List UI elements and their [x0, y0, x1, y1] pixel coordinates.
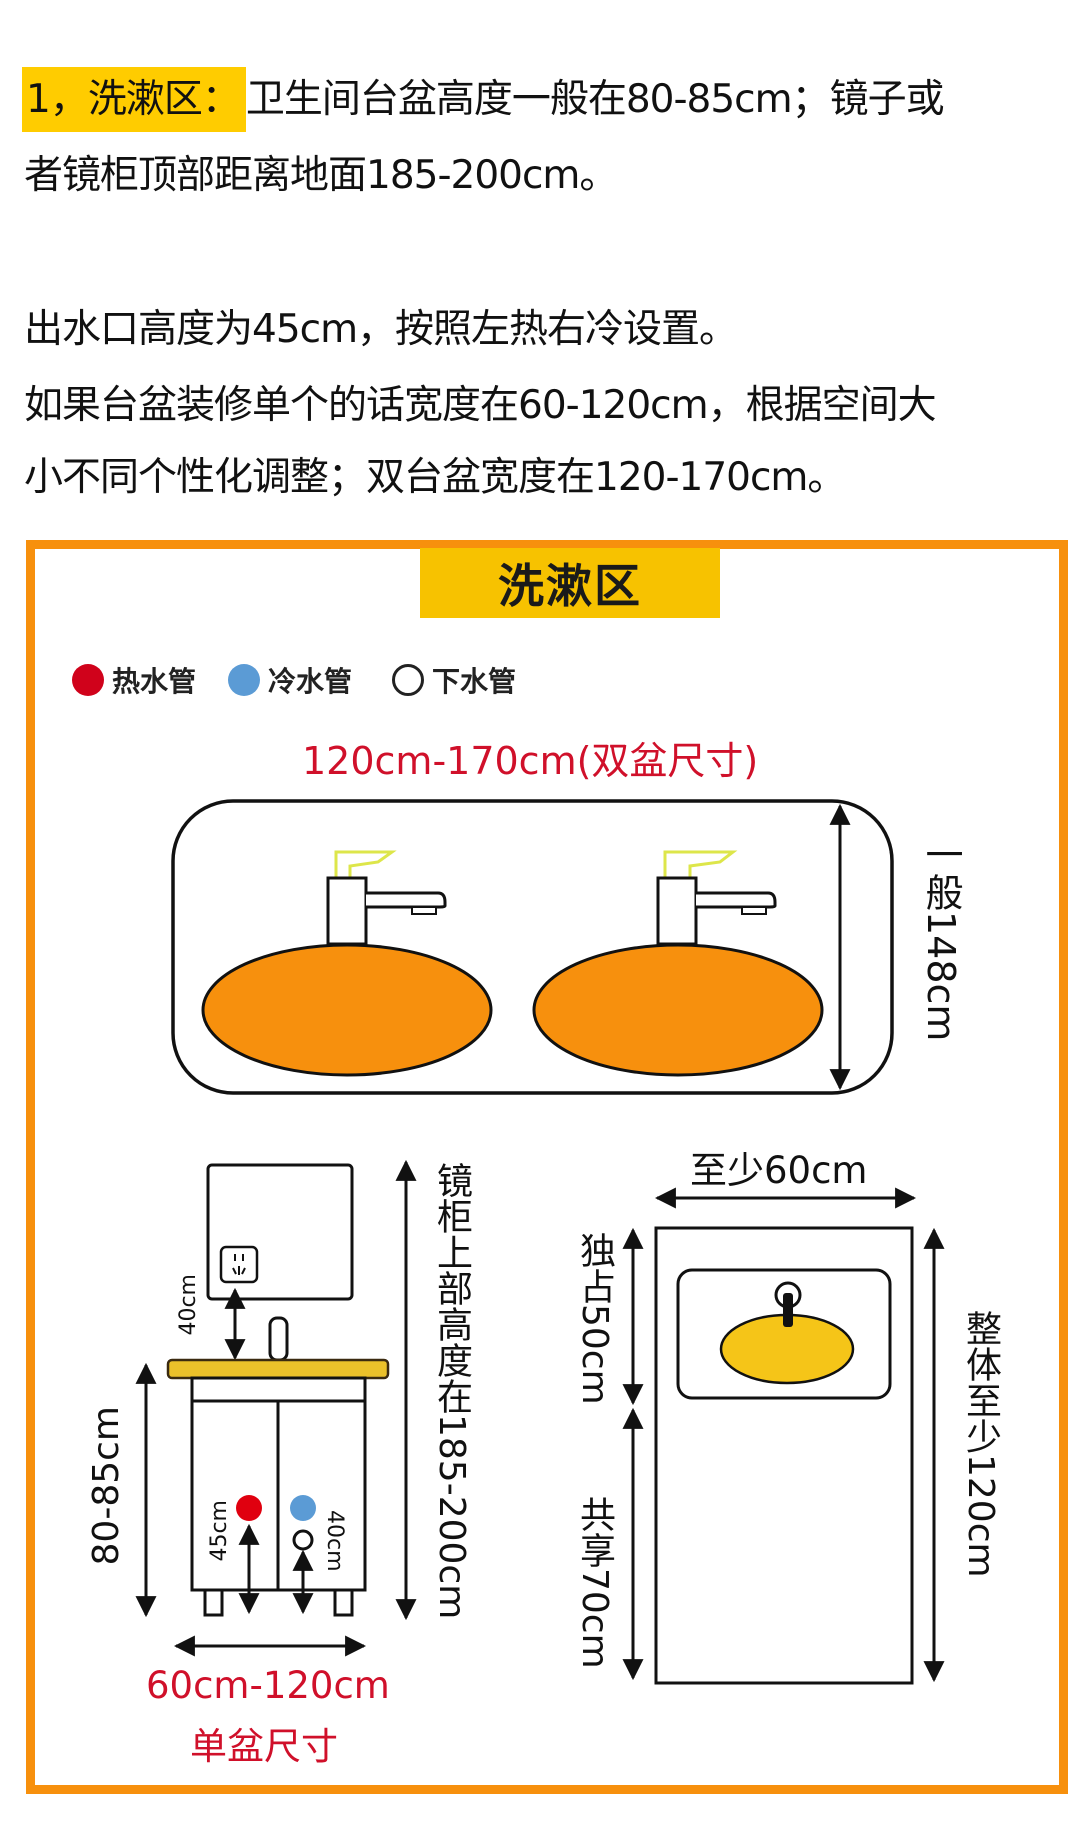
- elevation-vanity-icon: [135, 1159, 417, 1657]
- legend-cold-label: 冷水管: [268, 665, 353, 698]
- intro-line-2: 者镜柜顶部距离地面185-200cm。: [24, 153, 618, 198]
- hot-outlet-height-label: 45cm: [207, 1500, 232, 1562]
- plan-exclusive-label: 独占50cm: [574, 1232, 615, 1405]
- legend-hot: 热水管: [72, 660, 196, 700]
- intro-line-5: 小不同个性化调整；双台盆宽度在120-170cm。: [24, 455, 846, 500]
- mirror-gap-label: 40cm: [176, 1274, 201, 1336]
- single-basin-caption: 单盆尺寸: [190, 1725, 338, 1768]
- diagram-title: 洗漱区: [420, 548, 720, 618]
- plan-width-label: 至少60cm: [690, 1149, 868, 1192]
- double-basin-depth-label: 一般148cm: [919, 835, 963, 1042]
- mirror-top-height-label: 镜柜上部高度在185-200cm: [431, 1162, 472, 1620]
- legend-drain-label: 下水管: [432, 665, 517, 698]
- counter-height-label: 80-85cm: [86, 1406, 127, 1566]
- plan-view-icon: [622, 1187, 945, 1685]
- intro-line-4: 如果台盆装修单个的话宽度在60-120cm，根据空间大: [24, 383, 937, 428]
- single-basin-width-label: 60cm-120cm: [146, 1664, 390, 1707]
- diagram-frame: [26, 540, 1068, 1794]
- double-basin-counter-icon: [171, 799, 894, 1095]
- plan-shared-label: 共享70cm: [574, 1496, 615, 1669]
- section-heading-highlight: 1，洗漱区：: [22, 67, 246, 132]
- plan-total-label: 整体至少120cm: [960, 1310, 1001, 1578]
- hot-water-pipe-icon: [72, 664, 104, 696]
- cold-water-pipe-icon: [228, 664, 260, 696]
- intro-line-1-text: 卫生间台盆高度一般在80-85cm；镜子或: [245, 77, 945, 122]
- intro-line-3: 出水口高度为45cm，按照左热右冷设置。: [24, 307, 738, 352]
- legend-drain: 下水管: [392, 660, 516, 700]
- legend-cold: 冷水管: [228, 660, 352, 700]
- drain-pipe-icon: [392, 664, 424, 696]
- intro-line-1: 1，洗漱区：卫生间台盆高度一般在80-85cm；镜子或: [22, 62, 945, 138]
- double-basin-width-label: 120cm-170cm(双盆尺寸): [302, 739, 759, 783]
- drain-height-label: 40cm: [322, 1510, 347, 1572]
- legend-hot-label: 热水管: [112, 665, 197, 698]
